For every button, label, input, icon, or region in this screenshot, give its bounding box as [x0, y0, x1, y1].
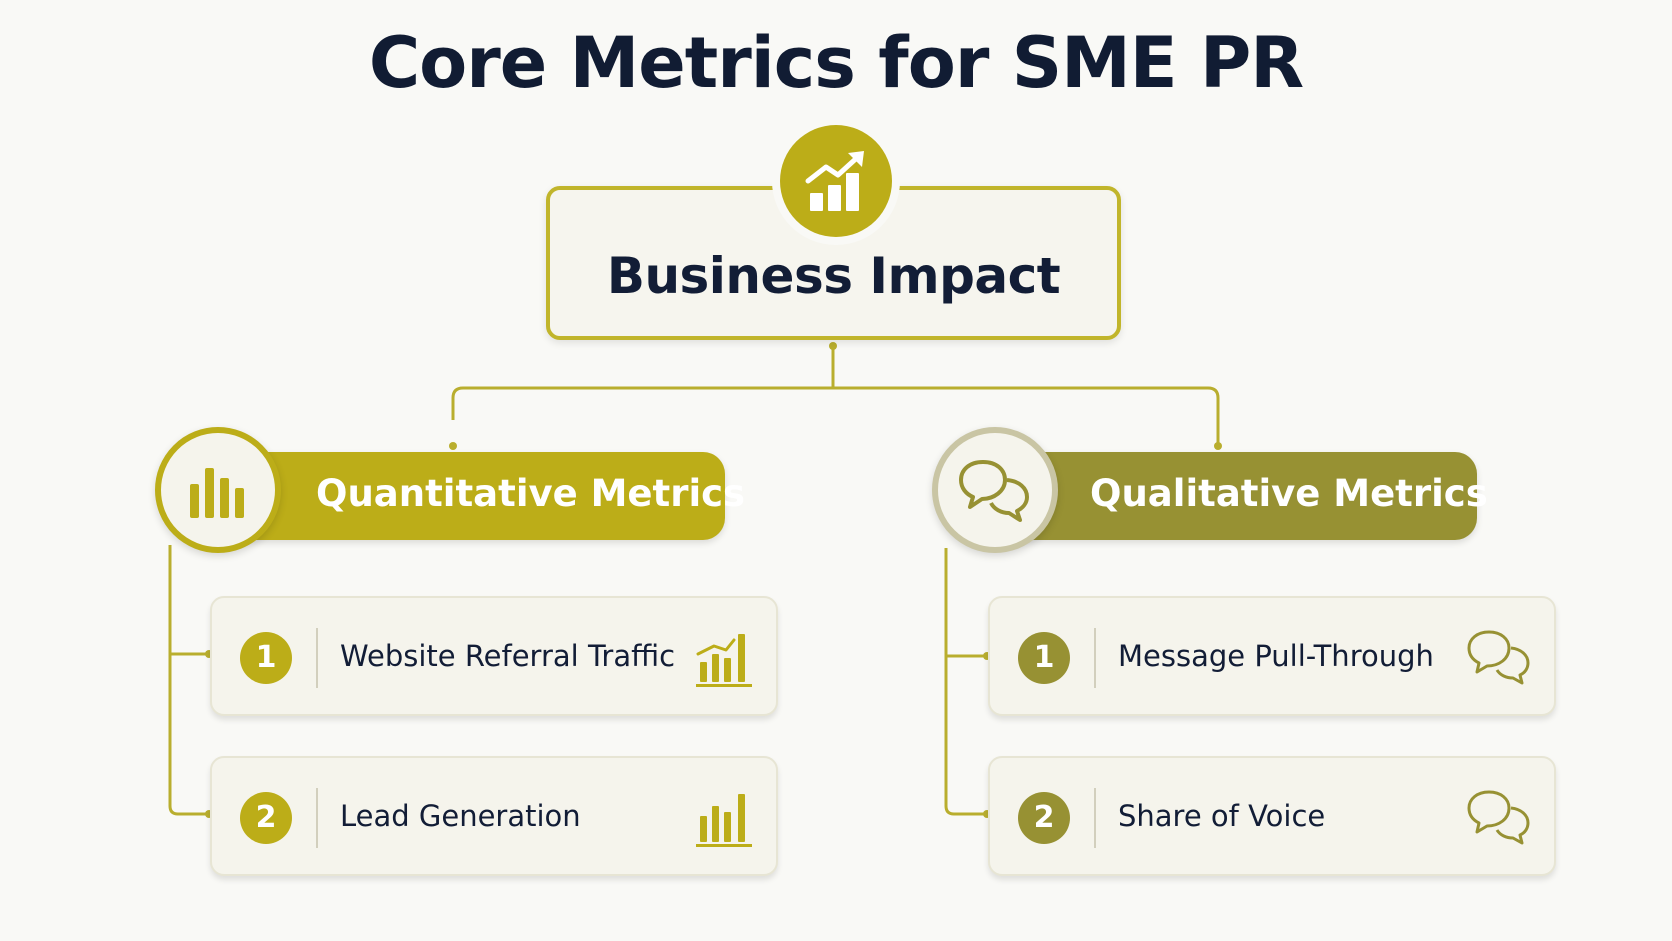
connector-dot: [449, 442, 457, 450]
connector-dot: [829, 342, 837, 350]
item-number-badge: 1: [1018, 632, 1070, 684]
item-number-badge: 2: [240, 792, 292, 844]
qualitative-item-1-card: 1 Message Pull-Through: [988, 596, 1556, 716]
bar-chart-icon: [696, 794, 752, 847]
connector-left-spine: [168, 545, 210, 816]
website-referral-traffic-label: Website Referral Traffic: [340, 639, 676, 673]
speech-bubbles-icon: [959, 460, 1029, 522]
rising-bars-icon: [696, 634, 752, 687]
connector-horizontal: [451, 386, 1220, 447]
qualitative-metrics-label: Qualitative Metrics: [1090, 472, 1488, 515]
card-divider: [316, 628, 318, 688]
item-number-badge: 1: [240, 632, 292, 684]
quantitative-metrics-icon-badge: [155, 427, 281, 553]
message-pull-through-label: Message Pull-Through: [1118, 639, 1434, 673]
quantitative-item-2-card: 2 Lead Generation: [210, 756, 778, 876]
business-impact-label: Business Impact: [606, 247, 1061, 305]
quantitative-item-1-card: 1 Website Referral Traffic: [210, 596, 778, 716]
card-divider: [316, 788, 318, 848]
qualitative-metrics-icon-badge: [932, 427, 1058, 553]
speech-bubbles-icon: [1467, 630, 1530, 685]
card-divider: [1094, 788, 1096, 848]
qualitative-item-2-card: 2 Share of Voice: [988, 756, 1556, 876]
card-divider: [1094, 628, 1096, 688]
growth-chart-icon: [805, 151, 864, 211]
business-impact-icon-badge: [780, 125, 892, 237]
share-of-voice-label: Share of Voice: [1118, 799, 1326, 833]
quantitative-metrics-label: Quantitative Metrics: [316, 472, 746, 515]
connector-right-spine: [944, 548, 988, 816]
connector-dot: [1214, 442, 1222, 450]
speech-bubbles-icon: [1467, 790, 1530, 845]
qualitative-metrics-header: Qualitative Metrics: [980, 452, 1488, 540]
bar-chart-icon: [190, 468, 244, 518]
diagram-title: Core Metrics for SME PR: [368, 22, 1304, 104]
lead-generation-label: Lead Generation: [340, 799, 581, 833]
item-number-badge: 2: [1018, 792, 1070, 844]
quantitative-metrics-header: Quantitative Metrics: [200, 452, 745, 540]
